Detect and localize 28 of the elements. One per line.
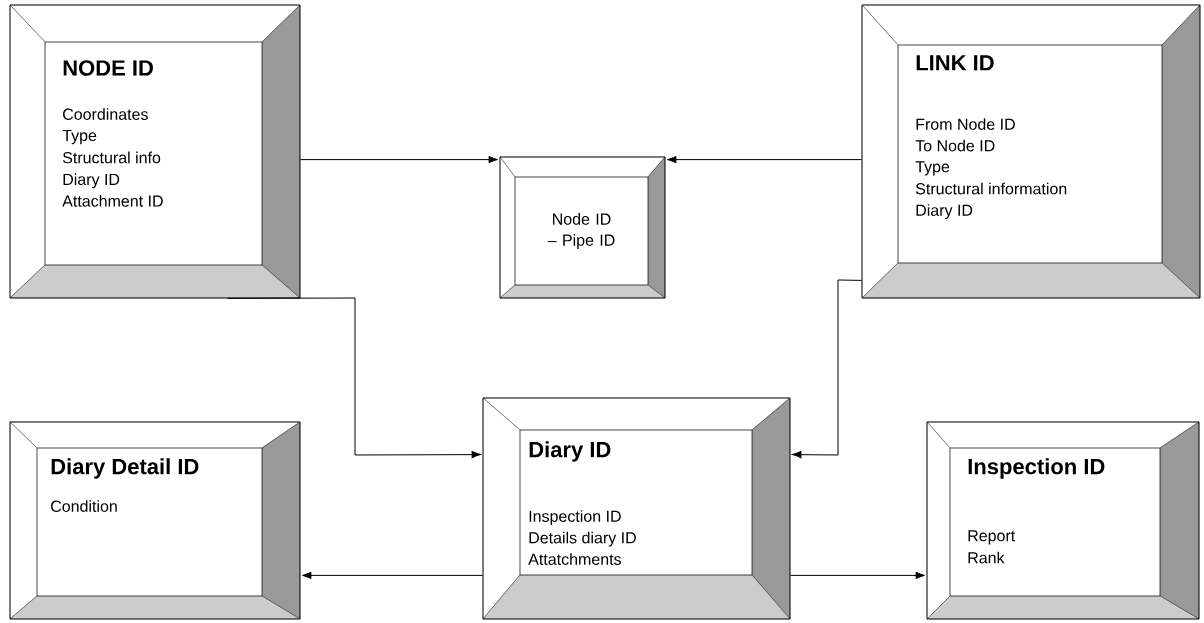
box-text: Diary ID [63, 173, 120, 189]
box-heading: Diary ID [529, 441, 611, 462]
box-text: Details diary ID [529, 531, 636, 547]
box-text: Attatchments [528, 553, 621, 565]
box-text: Attachment ID [62, 195, 163, 207]
box-heading: Diary Detail ID [51, 458, 199, 479]
box-text: To Node ID [915, 139, 995, 152]
box-text: Type [915, 161, 950, 176]
arrow [667, 155, 863, 164]
arrow [792, 279, 863, 459]
box-text: Coordinates [63, 108, 148, 120]
box-heading: LINK ID [916, 55, 994, 71]
box-text: Report [968, 530, 1016, 545]
box-text: From Node ID [916, 118, 1015, 130]
box-text: Diary ID [916, 204, 973, 220]
box-text: Structural information [915, 182, 1067, 195]
arrow [789, 571, 925, 580]
box-text: Type [62, 129, 97, 145]
box-text: Node ID – Pipe ID [547, 213, 615, 249]
box-text: Rank [968, 551, 1005, 564]
box-text: Inspection ID [529, 510, 621, 526]
box-heading: Inspection ID [968, 458, 1105, 479]
arrow [299, 155, 498, 164]
box-text: Condition [51, 500, 117, 512]
arrow [302, 571, 484, 580]
box-heading: NODE ID [63, 60, 153, 76]
box-text: Structural info [62, 151, 161, 164]
arrow [227, 297, 481, 459]
